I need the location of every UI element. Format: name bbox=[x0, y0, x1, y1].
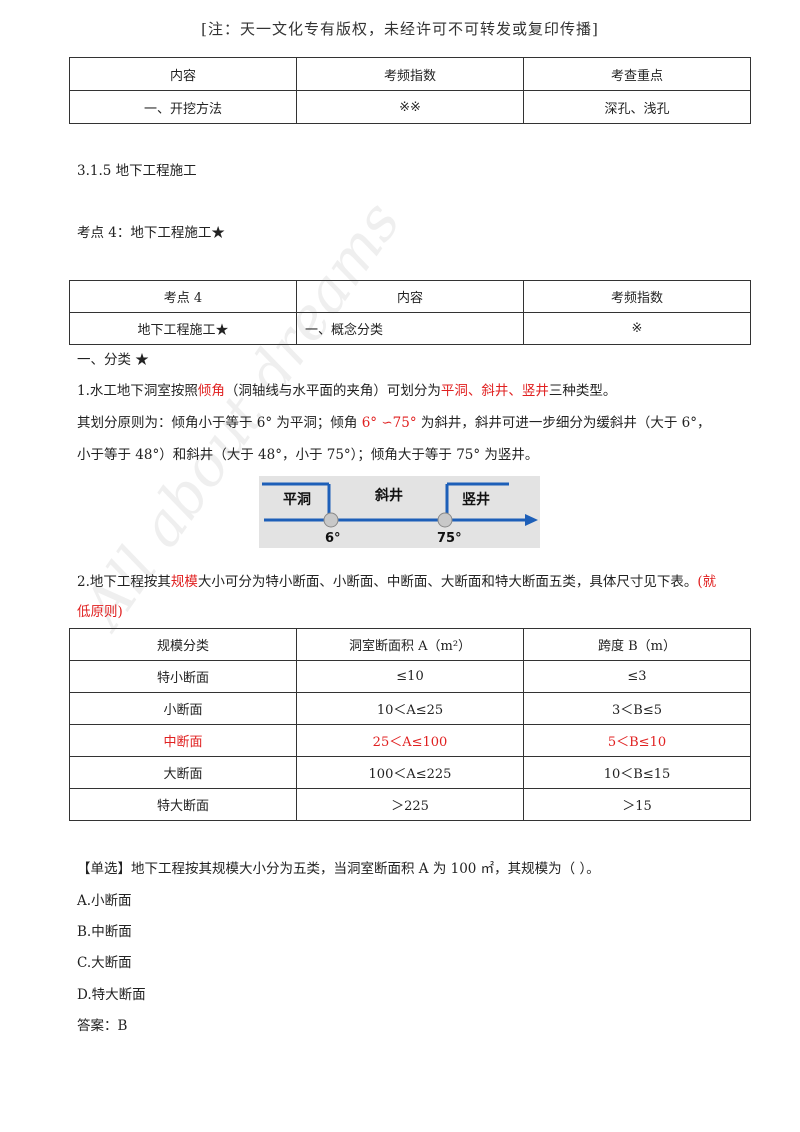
table-cell: 3＜B≤5 bbox=[523, 692, 751, 725]
table-cell: 25＜A≤100 bbox=[296, 724, 524, 757]
table-cell: 小断面 bbox=[69, 692, 297, 725]
table-cell: ※ bbox=[523, 312, 751, 345]
tunnel-angle-diagram: 平洞 斜井 竖井 6° 75° bbox=[259, 476, 540, 548]
section-title: 3.1.5 地下工程施工 bbox=[77, 163, 197, 179]
table-cell: 地下工程施工★ bbox=[69, 312, 297, 345]
table-cell: ＞225 bbox=[296, 788, 524, 821]
table-cell: 大断面 bbox=[69, 756, 297, 789]
table-header-cell: 跨度 B（m） bbox=[523, 628, 751, 661]
table-cell: 10＜A≤25 bbox=[296, 692, 524, 725]
table-header-row: 规模分类 洞室断面积 A（m²） 跨度 B（m） bbox=[69, 628, 751, 661]
table-cell: 深孔、浅孔 bbox=[523, 90, 751, 124]
table-row: 小断面 10＜A≤25 3＜B≤5 bbox=[69, 692, 751, 725]
table-header-cell: 考频指数 bbox=[523, 280, 751, 313]
table-row: 特大断面 ＞225 ＞15 bbox=[69, 788, 751, 821]
text: （洞轴线与水平面的夹角）可划分为 bbox=[224, 383, 441, 399]
copyright-notice: [注：天一文化专有版权，未经许可不可转发或复印传播] bbox=[201, 20, 599, 38]
frequency-table-2: 考点 4 内容 考频指数 地下工程施工★ 一、概念分类 ※ bbox=[69, 280, 751, 345]
table-header-cell: 考点 4 bbox=[69, 280, 297, 313]
label-shujing: 竖井 bbox=[462, 491, 490, 508]
paragraph-4: 2.地下工程按其规模大小可分为特小断面、小断面、中断面、大断面和特大断面五类，具… bbox=[77, 572, 716, 592]
table-header-cell: 考查重点 bbox=[523, 57, 751, 91]
question-text: 【单选】地下工程按其规模大小分为五类，当洞室断面积 A 为 100 ㎡，其规模为… bbox=[77, 861, 600, 877]
table-cell: 一、开挖方法 bbox=[69, 90, 297, 124]
highlight-text: 倾角 bbox=[197, 383, 225, 399]
table-header-cell: 洞室断面积 A（m²） bbox=[296, 628, 524, 661]
paragraph-2: 其划分原则为：倾角小于等于 6° 为平洞；倾角 6° ∽75° 为斜井，斜井可进… bbox=[77, 413, 711, 433]
table-cell: 100＜A≤225 bbox=[296, 756, 524, 789]
highlight-text: 6° ∽75° bbox=[361, 415, 417, 431]
table-row: 一、开挖方法 ※※ 深孔、浅孔 bbox=[69, 90, 751, 124]
table-header-cell: 考频指数 bbox=[296, 57, 524, 91]
table-row: 地下工程施工★ 一、概念分类 ※ bbox=[69, 312, 751, 345]
option-d: D.特大断面 bbox=[77, 987, 146, 1003]
table-cell: ※※ bbox=[296, 90, 524, 124]
text: 其划分原则为：倾角小于等于 6° 为平洞；倾角 bbox=[77, 415, 362, 431]
frequency-table-1: 内容 考频指数 考查重点 一、开挖方法 ※※ 深孔、浅孔 bbox=[69, 57, 751, 124]
label-pingdong: 平洞 bbox=[283, 492, 311, 508]
scale-classification-table: 规模分类 洞室断面积 A（m²） 跨度 B（m） 特小断面 ≤10 ≤3 小断面… bbox=[69, 628, 751, 821]
label-angle-75: 75° bbox=[437, 531, 462, 546]
table-cell: 中断面 bbox=[69, 724, 297, 757]
table-cell: ＞15 bbox=[523, 788, 751, 821]
text: 大小可分为特小断面、小断面、中断面、大断面和特大断面五类，具体尺寸见下表。 bbox=[197, 574, 698, 590]
table-header-row: 考点 4 内容 考频指数 bbox=[69, 280, 751, 313]
option-b: B.中断面 bbox=[77, 924, 132, 940]
table-header-cell: 规模分类 bbox=[69, 628, 297, 661]
table-cell: ≤10 bbox=[296, 660, 524, 693]
text: 1.水工地下洞室按照 bbox=[77, 383, 198, 399]
highlight-text: (就 bbox=[697, 574, 717, 590]
option-c: C.大断面 bbox=[77, 955, 132, 971]
paragraph-1: 1.水工地下洞室按照倾角（洞轴线与水平面的夹角）可划分为平洞、斜井、竖井三种类型… bbox=[77, 381, 616, 401]
paragraph-3: 小于等于 48°）和斜井（大于 48°，小于 75°）；倾角大于等于 75° 为… bbox=[77, 447, 539, 463]
label-xiejing: 斜井 bbox=[374, 487, 403, 504]
table-header-row: 内容 考频指数 考查重点 bbox=[69, 57, 751, 91]
text: 三种类型。 bbox=[548, 383, 617, 399]
table-row: 特小断面 ≤10 ≤3 bbox=[69, 660, 751, 693]
highlight-text: 平洞、斜井、竖井 bbox=[440, 383, 549, 399]
text: 为斜井，斜井可进一步细分为缓斜井（大于 6°， bbox=[416, 415, 711, 431]
table-cell: 一、概念分类 bbox=[296, 312, 524, 345]
table-cell: ≤3 bbox=[523, 660, 751, 693]
option-a: A.小断面 bbox=[77, 893, 132, 909]
highlight-text: 规模 bbox=[170, 574, 198, 590]
answer-text: 答案：B bbox=[77, 1018, 128, 1034]
kaodian-title: 考点 4：地下工程施工★ bbox=[77, 225, 225, 241]
label-angle-6: 6° bbox=[325, 531, 341, 546]
text: 2.地下工程按其 bbox=[77, 574, 171, 590]
tunnel-angle-svg: 平洞 斜井 竖井 6° 75° bbox=[262, 482, 538, 546]
table-cell: 10＜B≤15 bbox=[523, 756, 751, 789]
table-header-cell: 内容 bbox=[69, 57, 297, 91]
table-header-cell: 内容 bbox=[296, 280, 524, 313]
table-cell: 5＜B≤10 bbox=[523, 724, 751, 757]
heading-classification: 一、分类 ★ bbox=[77, 352, 149, 368]
table-cell: 特大断面 bbox=[69, 788, 297, 821]
table-cell: 特小断面 bbox=[69, 660, 297, 693]
paragraph-4-cont: 低原则) bbox=[77, 604, 123, 620]
table-row-highlighted: 中断面 25＜A≤100 5＜B≤10 bbox=[69, 724, 751, 757]
table-row: 大断面 100＜A≤225 10＜B≤15 bbox=[69, 756, 751, 789]
